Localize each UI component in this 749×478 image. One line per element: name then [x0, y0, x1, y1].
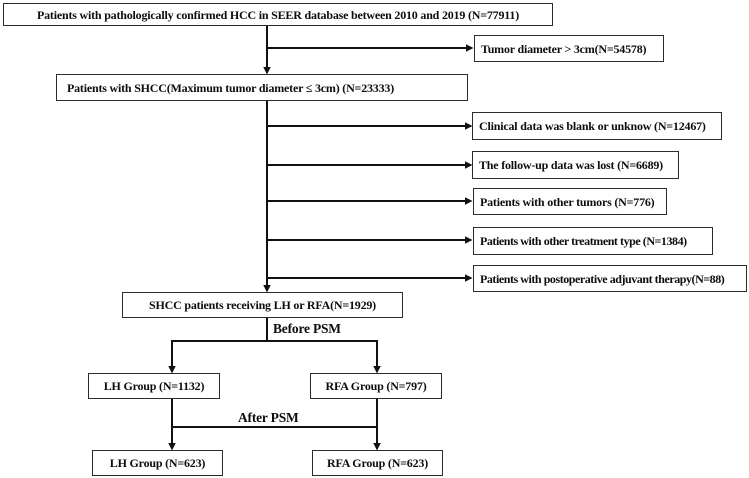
after-psm-label: After PSM [238, 410, 299, 425]
node-tumor-gt-3cm: Tumor diameter > 3cm(N=54578) [474, 35, 664, 62]
node-rfa-before-psm: RFA Group (N=797) [310, 373, 442, 399]
node-shcc: Patients with SHCC(Maximum tumor diamete… [56, 74, 468, 101]
node-excl-clinical-blank: Clinical data was blank or unknow (N=124… [472, 112, 722, 140]
node-excl-other-treatment: Patients with other treatment type (N=13… [473, 227, 713, 255]
node-lh-before-psm: LH Group (N=1132) [88, 373, 220, 399]
node-excl-postop-adjuvant: Patients with postoperative adjuvant the… [473, 265, 747, 292]
node-hcc-source: Patients with pathologically confirmed H… [3, 3, 553, 26]
node-rfa-after-psm: RFA Group (N=623) [312, 450, 443, 476]
node-excl-followup-lost: The follow-up data was lost (N=6689) [472, 151, 679, 179]
node-lh-after-psm: LH Group (N=623) [92, 450, 223, 476]
node-lh-or-rfa: SHCC patients receiving LH or RFA(N=1929… [122, 292, 403, 318]
before-psm-label: Before PSM [273, 321, 341, 336]
node-excl-other-tumors: Patients with other tumors (N=776) [473, 188, 667, 215]
